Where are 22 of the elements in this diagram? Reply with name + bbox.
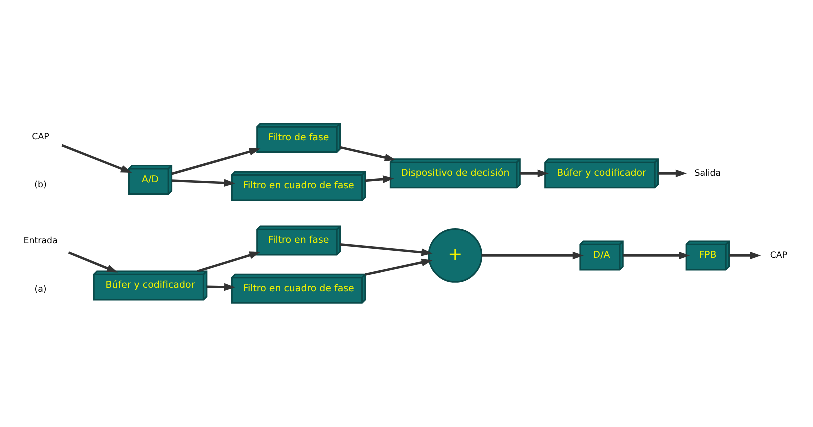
arrow — [658, 170, 687, 178]
arrow — [172, 148, 261, 176]
arrow — [68, 252, 118, 273]
node-text: CAP — [770, 250, 788, 261]
node-circle: + — [428, 228, 483, 283]
arrow — [206, 283, 236, 292]
arrow — [197, 252, 261, 273]
node-text: CAP — [32, 132, 50, 143]
label: (b) — [34, 180, 47, 191]
arrow — [340, 243, 433, 256]
arrow — [172, 179, 236, 187]
arrow — [623, 252, 690, 260]
arrow — [365, 176, 394, 184]
arrow — [340, 146, 396, 162]
arrow — [62, 144, 132, 174]
node-text: Entrada — [24, 236, 58, 247]
label: (a) — [34, 284, 47, 295]
arrow — [520, 170, 549, 178]
node-text: Salida — [694, 168, 722, 179]
arrow — [482, 252, 584, 260]
arrow — [730, 252, 762, 260]
arrow — [365, 258, 433, 276]
